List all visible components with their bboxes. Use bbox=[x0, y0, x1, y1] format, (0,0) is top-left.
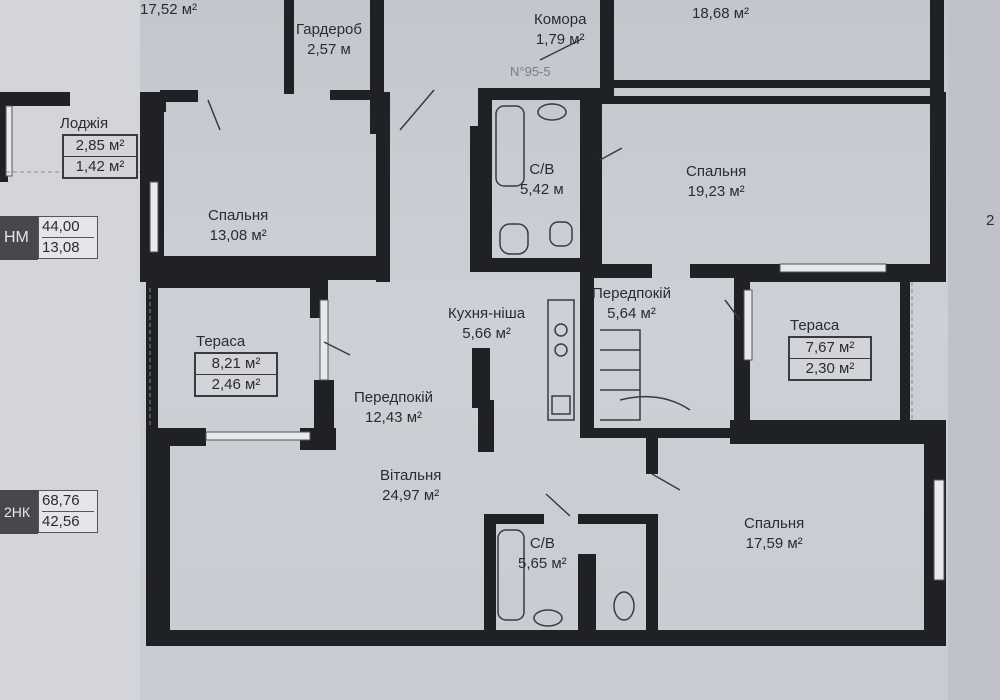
room-spalnia-1: Спальня 13,08 м² bbox=[208, 206, 268, 246]
room-name: Тераса bbox=[196, 333, 246, 350]
room-lodzhiia-title: Лоджія bbox=[60, 114, 108, 134]
plan-mark: N°95-5 bbox=[510, 62, 551, 82]
room-garderob: Гардероб 2,57 м bbox=[296, 20, 362, 60]
tag-code: 2НК bbox=[0, 490, 38, 534]
room-area: 17,52 м² bbox=[140, 1, 198, 18]
room-lodzhiia-box: 2,85 м² 1,42 м² bbox=[62, 134, 138, 179]
room-area: 17,59 м² bbox=[745, 535, 803, 552]
top-left-area: 17,52 м² bbox=[140, 0, 197, 20]
room-area: 18,68 м² bbox=[692, 5, 750, 22]
room-area: 7,67 м² bbox=[805, 339, 855, 356]
tag-value: 44,00 bbox=[42, 218, 80, 235]
plan-mark-text: N°95-5 bbox=[510, 64, 551, 79]
room-spalnia-2: Спальня 19,23 м² bbox=[686, 162, 746, 202]
room-area: 2,85 м² bbox=[75, 137, 125, 154]
tag-value: 13,08 bbox=[42, 237, 94, 258]
room-sv-1: С/В 5,42 м bbox=[520, 160, 564, 200]
room-sv-2: С/В 5,65 м² bbox=[518, 534, 567, 574]
room-area: 1,42 м² bbox=[64, 156, 136, 177]
fixtures bbox=[207, 39, 741, 627]
room-area: 12,43 м² bbox=[364, 409, 422, 426]
room-area: 19,23 м² bbox=[687, 183, 745, 200]
room-area: 5,66 м² bbox=[462, 325, 511, 342]
tag-value: 42,56 bbox=[42, 511, 94, 532]
room-name: Тераса bbox=[790, 317, 840, 334]
room-area: 5,42 м bbox=[520, 181, 564, 198]
room-name: Спальня bbox=[686, 163, 747, 180]
room-name: Передпокій bbox=[354, 389, 433, 406]
room-area: 24,97 м² bbox=[382, 487, 440, 504]
room-name: Гардероб bbox=[296, 21, 362, 38]
room-peredpokii-2: Передпокій 12,43 м² bbox=[354, 388, 433, 428]
tag-values: 44,00 13,08 bbox=[38, 216, 98, 259]
room-area: 2,46 м² bbox=[196, 374, 276, 395]
room-area: 2,30 м² bbox=[790, 358, 870, 379]
right-edge-strip bbox=[948, 0, 1000, 700]
right-edge-label: 2 bbox=[986, 212, 994, 229]
room-terasa-2-box: 7,67 м² 2,30 м² bbox=[788, 336, 872, 381]
room-name: Лоджія bbox=[60, 115, 109, 132]
room-area: 2,57 м bbox=[307, 41, 351, 58]
room-komora: Комора 1,79 м² bbox=[534, 10, 586, 50]
left-panel bbox=[0, 0, 140, 700]
room-terasa-1-title: Тераса bbox=[196, 332, 245, 352]
room-name: Передпокій bbox=[592, 285, 671, 302]
room-name: С/В bbox=[529, 161, 555, 178]
room-name: Спальня bbox=[208, 207, 269, 224]
tag-code: НМ bbox=[0, 216, 38, 260]
room-vitalnia: Вітальня 24,97 м² bbox=[380, 466, 441, 506]
room-peredpokii-1: Передпокій 5,64 м² bbox=[592, 284, 671, 324]
room-name: Вітальня bbox=[380, 467, 442, 484]
room-spalnia-3: Спальня 17,59 м² bbox=[744, 514, 804, 554]
tag-value: 68,76 bbox=[42, 492, 80, 509]
tag-values: 68,76 42,56 bbox=[38, 490, 98, 533]
room-area: 5,64 м² bbox=[607, 305, 656, 322]
room-area: 1,79 м² bbox=[535, 31, 585, 48]
right-edge-text: 2 bbox=[986, 212, 995, 229]
room-name: С/В bbox=[529, 535, 555, 552]
room-terasa-2-title: Тераса bbox=[790, 316, 839, 336]
room-kukhnia-nisha: Кухня-ніша 5,66 м² bbox=[448, 304, 525, 344]
room-area: 5,65 м² bbox=[518, 555, 567, 572]
top-right-area: 18,68 м² bbox=[692, 4, 749, 24]
windows bbox=[5, 105, 945, 581]
room-name: Комора bbox=[534, 11, 587, 28]
room-name: Кухня-ніша bbox=[448, 305, 526, 322]
room-area: 13,08 м² bbox=[209, 227, 267, 244]
room-area: 8,21 м² bbox=[211, 355, 261, 372]
room-terasa-1-box: 8,21 м² 2,46 м² bbox=[194, 352, 278, 397]
room-name: Спальня bbox=[744, 515, 805, 532]
